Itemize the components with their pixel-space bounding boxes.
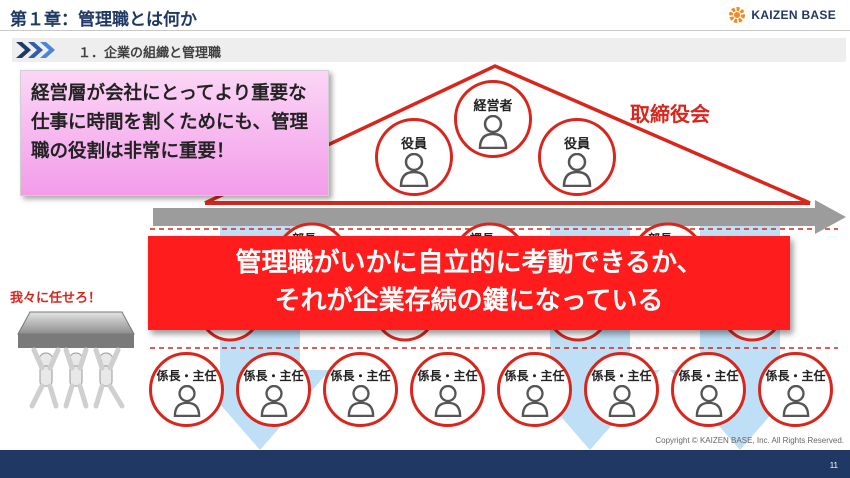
person-icon bbox=[173, 385, 200, 417]
slogan-text: 我々に任せろ！ bbox=[10, 291, 102, 306]
staff-member: 係長・主任 bbox=[584, 352, 659, 427]
role-label: 役員 bbox=[400, 137, 427, 152]
brand-logo: KAIZEN BASE bbox=[728, 6, 836, 24]
staff-member: 係長・主任 bbox=[149, 352, 224, 427]
board-base-line bbox=[205, 201, 810, 205]
role-label: 係長・主任 bbox=[765, 369, 826, 383]
key-message-banner: 管理職がいかに自立的に考動できるか、 それが企業存続の鍵になっている bbox=[148, 236, 790, 330]
board-member: 役員 bbox=[375, 118, 453, 196]
board-member: 経営者 bbox=[454, 80, 532, 158]
role-label: 係長・主任 bbox=[156, 369, 217, 383]
section-title: １．企業の組織と管理職 bbox=[78, 46, 222, 61]
staff-member: 係長・主任 bbox=[497, 352, 572, 427]
person-icon bbox=[434, 385, 461, 417]
brand-name: KAIZEN BASE bbox=[751, 8, 836, 22]
gear-icon bbox=[729, 7, 746, 23]
role-label: 経営者 bbox=[473, 99, 513, 114]
chevron-arrows-icon bbox=[16, 42, 55, 58]
callout-box: 経営層が会社にとってより重要な仕事に時間を割くためにも、管理職の役割は非常に重要… bbox=[20, 70, 329, 196]
role-label: 係長・主任 bbox=[678, 369, 739, 383]
staff-member: 係長・主任 bbox=[671, 352, 746, 427]
role-label: 係長・主任 bbox=[243, 369, 304, 383]
person-icon bbox=[782, 385, 809, 417]
person-icon bbox=[347, 385, 374, 417]
banner-line-1: 管理職がいかに自立的に考動できるか、 bbox=[235, 248, 703, 278]
staff-member: 係長・主任 bbox=[236, 352, 311, 427]
header-divider bbox=[0, 30, 850, 31]
role-label: 係長・主任 bbox=[417, 369, 478, 383]
copyright-text: Copyright © KAIZEN BASE, Inc. All Rights… bbox=[655, 436, 844, 445]
role-label: 係長・主任 bbox=[591, 369, 652, 383]
person-icon bbox=[608, 385, 635, 417]
person-icon bbox=[562, 153, 592, 187]
staff-member: 係長・主任 bbox=[410, 352, 485, 427]
role-label: 係長・主任 bbox=[504, 369, 565, 383]
person-icon bbox=[695, 385, 722, 417]
footer-bar bbox=[0, 450, 850, 478]
staff-member: 係長・主任 bbox=[323, 352, 398, 427]
page-title: 第１章：管理職とは何か bbox=[10, 10, 197, 30]
figures-holding-box-icon bbox=[17, 311, 135, 409]
person-icon bbox=[521, 385, 548, 417]
person-icon bbox=[260, 385, 287, 417]
board-label: 取締役会 bbox=[630, 102, 710, 126]
section-band bbox=[12, 38, 846, 62]
role-label: 係長・主任 bbox=[330, 369, 391, 383]
role-label: 役員 bbox=[563, 137, 590, 152]
person-icon bbox=[478, 115, 508, 149]
staff-member: 係長・主任 bbox=[758, 352, 833, 427]
banner-line-2: それが企業存続の鍵になっている bbox=[274, 286, 664, 316]
person-icon bbox=[399, 153, 429, 187]
page-number: 11 bbox=[829, 461, 838, 470]
board-member: 役員 bbox=[538, 118, 616, 196]
